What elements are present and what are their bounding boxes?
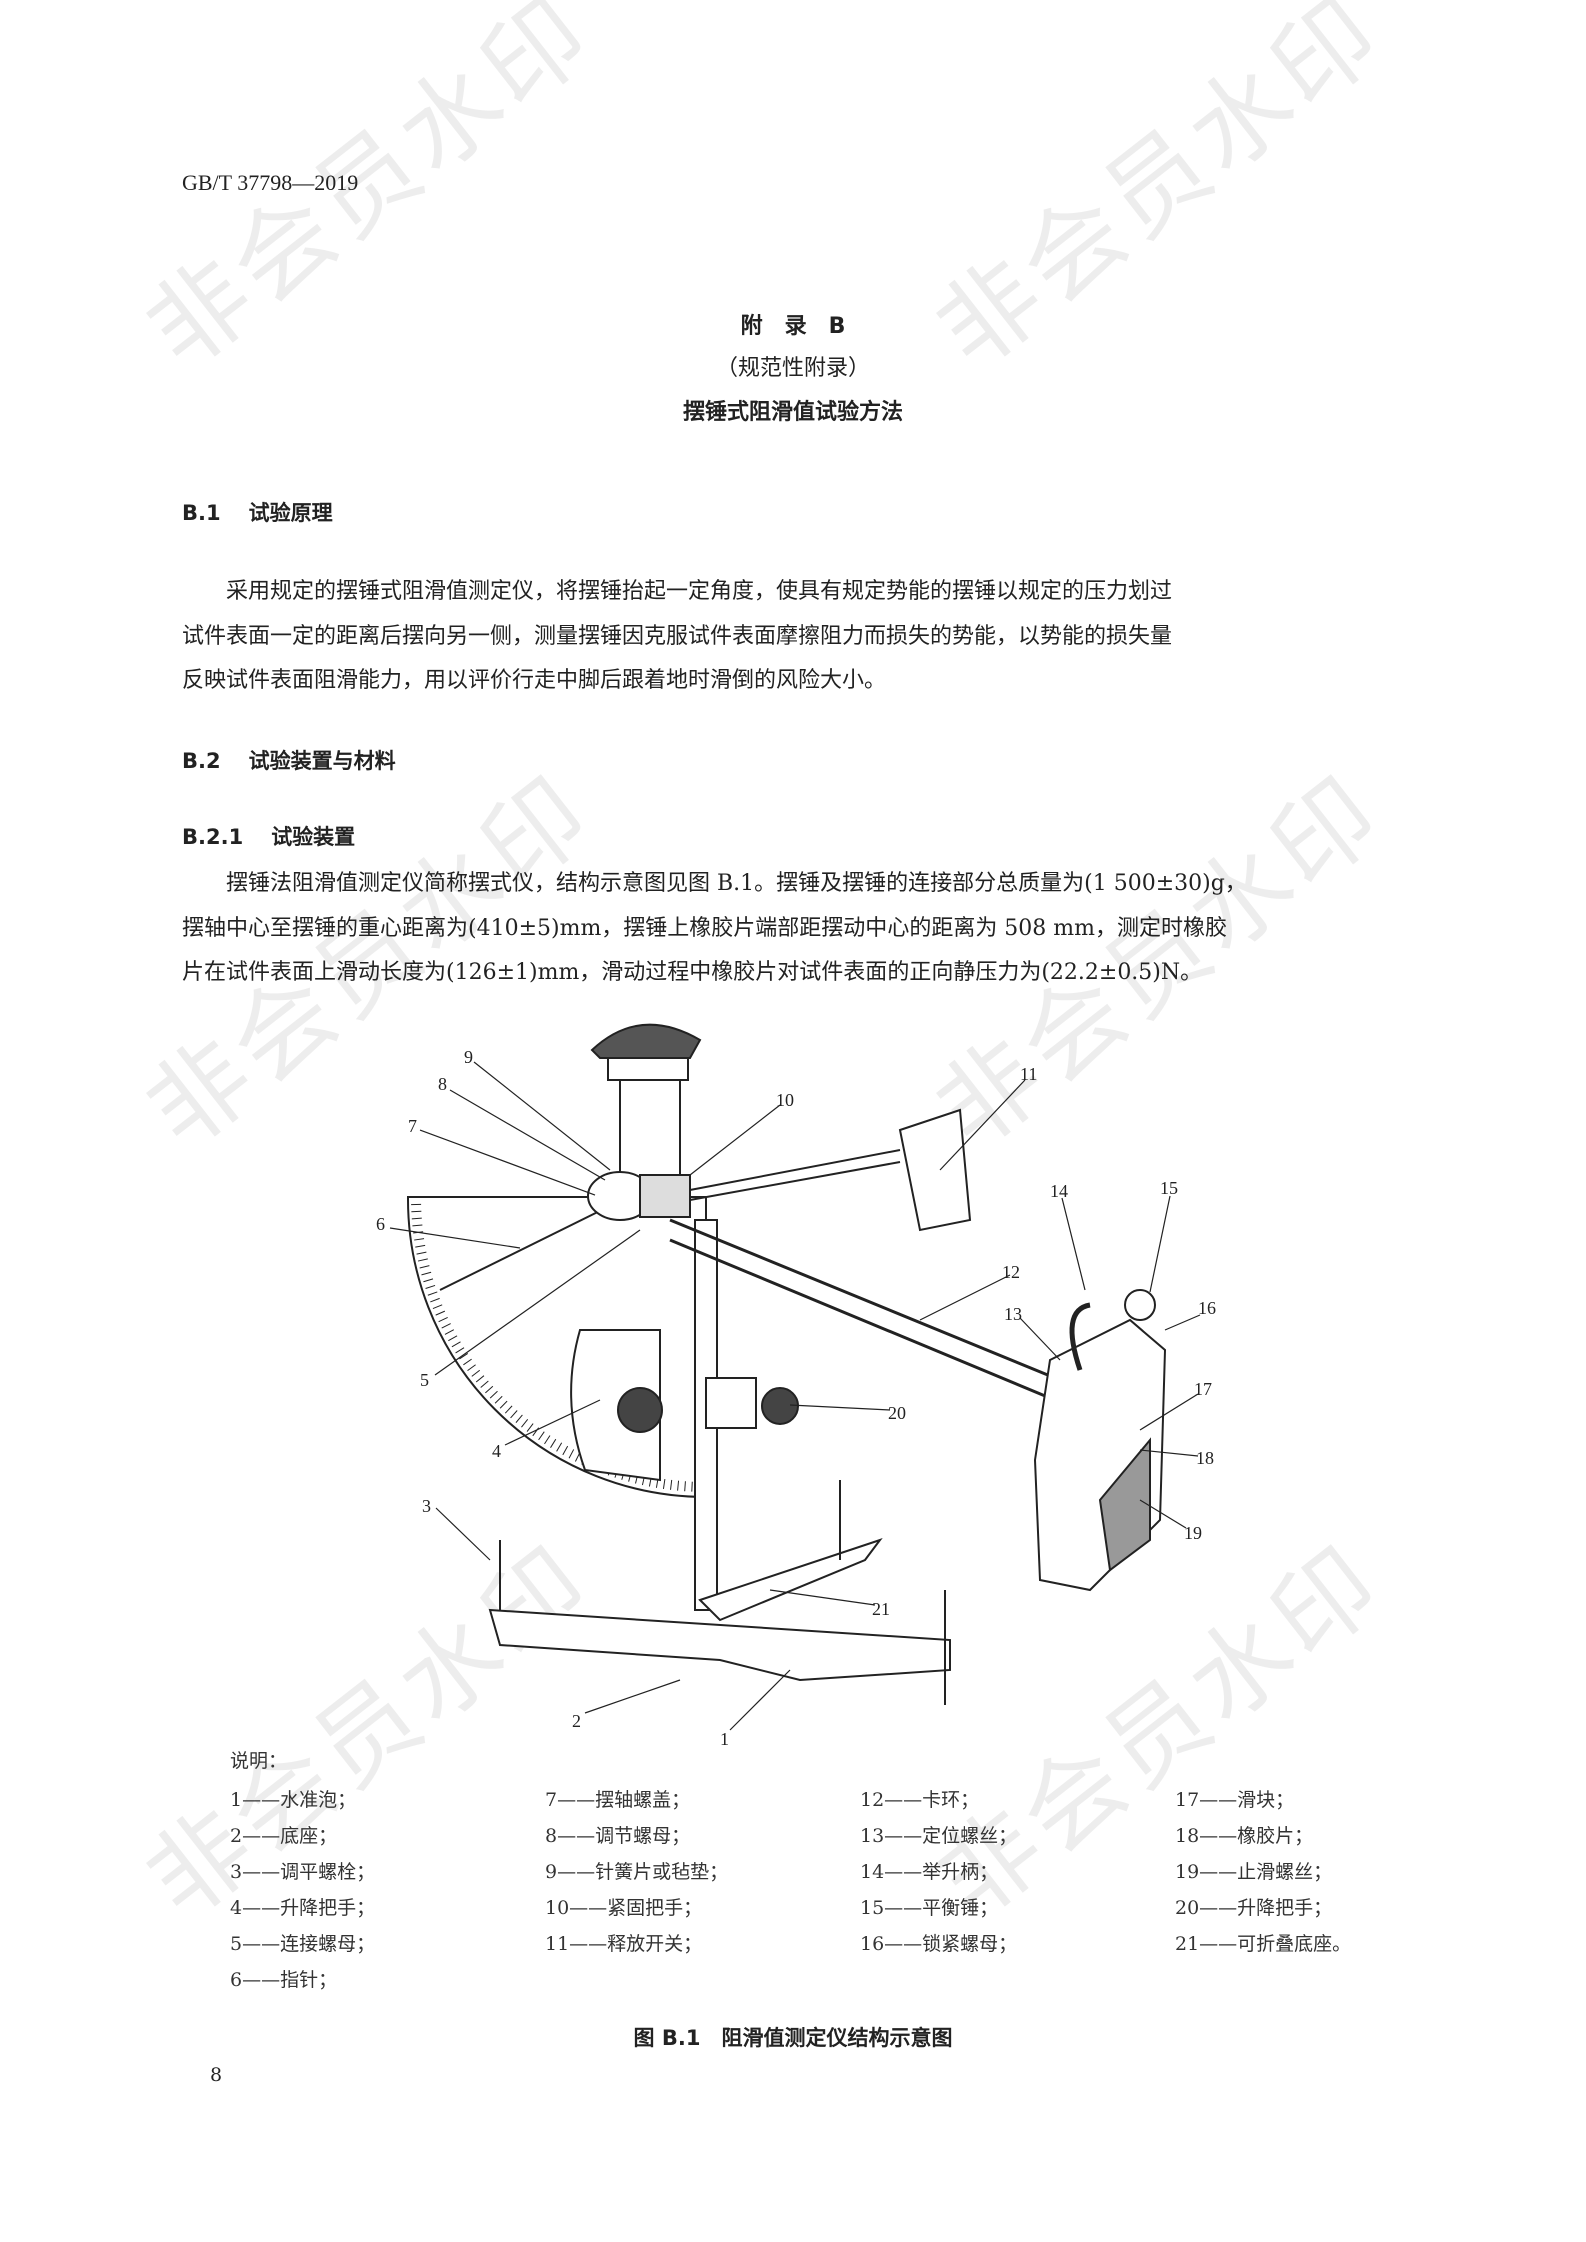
legend-item: 5——连接螺母； [230,1933,376,1955]
figure-caption: 图 B.1 阻滑值测定仪结构示意图 [633,2026,953,2050]
text-line: 试件表面一定的距离后摆向另一侧，测量摆锤因克服试件表面摩擦阻力而损失的势能，以势… [182,623,1173,649]
legend-item: 9——针簧片或毡垫； [545,1861,729,1883]
legend-item: 18——橡胶片； [1175,1825,1314,1847]
section-number: B.1 [182,501,221,525]
legend-item: 19——止滑螺丝； [1175,1861,1333,1883]
callout-15: 15 [1160,1178,1178,1198]
callout-2: 2 [572,1711,581,1731]
section-title: 试验原理 [248,501,333,525]
legend-item: 6——指针； [230,1969,338,1991]
text-line: 摆锤法阻滑值测定仪简称摆式仪，结构示意图见图 B.1。摆锤及摆锤的连接部分总质量… [226,871,1247,896]
callout-9: 9 [464,1047,473,1067]
callout-14: 14 [1050,1181,1068,1201]
legend-column-2: 7——摆轴螺盖； 8——调节螺母； 9——针簧片或毡垫； 10——紧固把手； 1… [545,1782,728,1962]
legend-item: 17——滑块； [1175,1789,1295,1811]
standard-code: GB/T 37798—2019 [182,170,359,195]
text-line: 摆轴中心至摆锤的重心距离为(410±5)mm，摆锤上橡胶片端部距摆动中心的距离为… [182,915,1228,941]
callout-6: 6 [376,1214,385,1234]
callout-5: 5 [420,1370,429,1390]
page-number: 8 [210,2064,223,2086]
balance-weight [1124,1289,1156,1321]
release-switch [898,1108,972,1232]
text-line: 采用规定的摆锤式阻滑值测定仪，将摆锤抬起一定角度，使具有规定势能的摆锤以规定的压… [226,579,1173,604]
callout-21: 21 [872,1599,890,1619]
paragraph-principle: 采用规定的摆锤式阻滑值测定仪，将摆锤抬起一定角度，使具有规定势能的摆锤以规定的压… [182,570,1412,704]
legend-item: 13——定位螺丝； [860,1825,1018,1847]
callout-1: 1 [720,1729,729,1749]
legend-item: 21——可折叠底座。 [1175,1933,1352,1955]
legend-item: 15——平衡锤； [860,1897,999,1919]
paragraph-apparatus: 摆锤法阻滑值测定仪简称摆式仪，结构示意图见图 B.1。摆锤及摆锤的连接部分总质量… [182,862,1412,996]
section-heading-b2: B.2 试验装置与材料 [182,745,396,775]
top-handle [590,1023,702,1059]
legend-item: 1——水准泡； [230,1789,357,1811]
section-heading-b21: B.2.1 试验装置 [182,821,355,851]
callout-19: 19 [1184,1523,1202,1543]
appendix-type: （规范性附录） [715,356,870,381]
callout-17: 17 [1194,1379,1212,1399]
section-title: 试验装置 [271,825,356,849]
legend-item: 11——释放开关； [545,1933,703,1955]
legend-item: 20——升降把手； [1175,1897,1333,1919]
legend-item: 2——底座； [230,1825,338,1847]
legend-item: 12——卡环； [860,1789,980,1811]
legend-title: 说明： [230,1750,288,1772]
callout-11: 11 [1020,1064,1037,1084]
scale-quadrant [406,1196,707,1499]
callout-20: 20 [888,1403,906,1423]
callout-labels: 1 2 3 4 5 6 7 8 9 10 11 12 13 14 15 16 1… [376,1047,1216,1749]
section-heading-b1: B.1 试验原理 [182,497,333,527]
legend-item: 16——锁紧螺母； [860,1933,1018,1955]
legend-item: 7——摆轴螺盖； [545,1789,691,1811]
legend-item: 10——紧固把手； [545,1897,703,1919]
text-line: 反映试件表面阻滑能力，用以评价行走中脚后跟着地时滑倒的风险大小。 [182,668,887,693]
callout-13: 13 [1004,1304,1022,1324]
appendix-label: 附 录 B [740,314,846,339]
lift-handle [570,1329,661,1482]
legend-item: 4——升降把手； [230,1897,376,1919]
legend-column-4: 17——滑块； 18——橡胶片； 19——止滑螺丝； 20——升降把手； 21—… [1175,1782,1351,1962]
callout-8: 8 [438,1074,447,1094]
section-number: B.2.1 [182,825,244,849]
callout-16: 16 [1198,1298,1216,1318]
legend-item: 3——调平螺栓； [230,1861,376,1883]
legend-item: 8——调节螺母； [545,1825,691,1847]
legend-column-1: 1——水准泡； 2——底座； 3——调平螺栓； 4——升降把手； 5——连接螺母… [230,1782,375,1998]
base [488,1608,951,1682]
callout-18: 18 [1196,1448,1214,1468]
section-title: 试验装置与材料 [248,749,396,773]
callout-10: 10 [776,1090,794,1110]
callout-3: 3 [422,1496,431,1516]
section-number: B.2 [182,749,221,773]
legend-column-3: 12——卡环； 13——定位螺丝； 14——举升柄； 15——平衡锤； 16——… [860,1782,1017,1962]
text-line: 片在试件表面上滑动长度为(126±1)mm，滑动过程中橡胶片对试件表面的正向静压… [182,960,1203,985]
appendix-title: 摆锤式阻滑值试验方法 [682,400,903,425]
callout-12: 12 [1002,1262,1020,1282]
legend-item: 14——举升柄； [860,1861,999,1883]
callout-4: 4 [492,1441,501,1461]
callout-7: 7 [408,1116,417,1136]
